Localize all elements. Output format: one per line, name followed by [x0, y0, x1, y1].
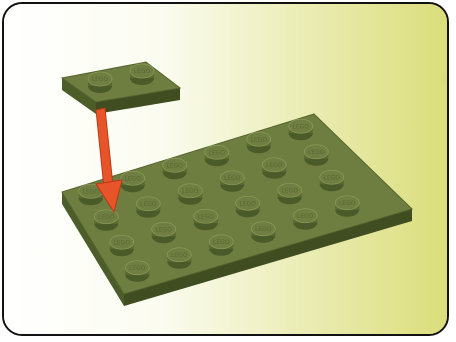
base-stud: LEGO [320, 170, 344, 191]
stud-logo: LEGO [208, 149, 225, 156]
base-stud: LEGO [262, 158, 286, 179]
stud-logo: LEGO [266, 162, 283, 169]
base-stud: LEGO [247, 132, 271, 153]
stud-logo: LEGO [124, 175, 141, 182]
base-stud: LEGO [251, 222, 275, 243]
stud-logo: LEGO [182, 188, 199, 195]
base-stud: LEGO [121, 171, 145, 192]
stud-logo: LEGO [197, 213, 214, 220]
stud-logo: LEGO [140, 201, 157, 208]
stud-logo: LEGO [292, 123, 309, 130]
build-step-illustration: LEGOLEGOLEGOLEGOLEGOLEGOLEGOLEGOLEGOLEGO… [4, 4, 449, 336]
base-stud: LEGO [278, 183, 302, 204]
base-stud: LEGO [205, 145, 229, 166]
base-stud: LEGO [220, 171, 244, 192]
stud-logo: LEGO [92, 76, 109, 83]
panel-edge-tab [442, 74, 447, 84]
base-stud: LEGO [94, 210, 118, 231]
base-stud: LEGO [152, 222, 176, 243]
stud-logo: LEGO [129, 265, 146, 272]
stud-logo: LEGO [308, 149, 325, 156]
stud-logo: LEGO [281, 187, 298, 194]
base-stud: LEGO [136, 197, 160, 218]
base-stud: LEGO [289, 119, 313, 140]
small-plate-1x2: LEGO LEGO [62, 62, 180, 114]
stud-logo: LEGO [339, 200, 356, 207]
stud-logo: LEGO [224, 175, 241, 182]
stud-logo: LEGO [155, 226, 172, 233]
stud-logo: LEGO [213, 239, 230, 246]
stud-logo: LEGO [323, 174, 340, 181]
base-stud: LEGO [110, 235, 134, 256]
stud-logo: LEGO [134, 68, 151, 75]
stud-logo: LEGO [113, 239, 130, 246]
stud-logo: LEGO [98, 214, 115, 221]
base-stud: LEGO [163, 158, 187, 179]
base-stud: LEGO [304, 145, 328, 166]
small-plate-stud: LEGO [88, 72, 112, 93]
stud-logo: LEGO [239, 200, 256, 207]
base-stud: LEGO [209, 235, 233, 256]
base-stud: LEGO [167, 248, 191, 269]
base-stud: LEGO [335, 196, 359, 217]
base-stud: LEGO [178, 184, 202, 205]
stud-logo: LEGO [82, 188, 99, 195]
base-stud: LEGO [125, 261, 149, 282]
base-stud: LEGO [194, 209, 218, 230]
small-plate-stud: LEGO [130, 64, 154, 85]
stud-logo: LEGO [171, 252, 188, 259]
base-stud: LEGO [236, 196, 260, 217]
base-stud: LEGO [293, 209, 317, 230]
stud-logo: LEGO [166, 162, 183, 169]
stud-logo: LEGO [255, 226, 272, 233]
stud-logo: LEGO [297, 213, 314, 220]
stud-logo: LEGO [250, 136, 267, 143]
